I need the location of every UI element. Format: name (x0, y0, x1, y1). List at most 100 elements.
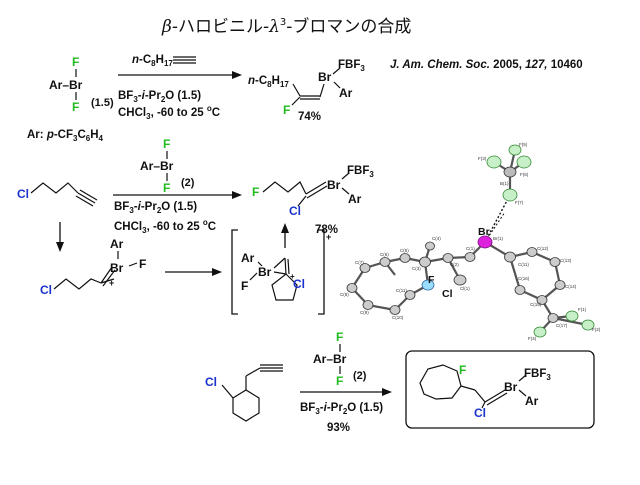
lbl-br1: Br(1) (493, 236, 504, 241)
intermediate2-ar: Ar (241, 251, 255, 265)
atom-f1 (565, 310, 579, 322)
bond (474, 389, 486, 403)
sm-cl: Cl (17, 187, 29, 201)
double-bond (305, 181, 327, 195)
alkyne-alkyl: n-C8H17 (132, 54, 173, 68)
page-title: β-ハロビニル-λ3-ブロマンの合成 (161, 16, 411, 37)
bond (460, 385, 476, 391)
double-bond (306, 185, 328, 199)
condition-bf3: BF3-i-Pr2O (1.5) (114, 201, 197, 215)
lbl-cl1: Cl(1) (460, 286, 470, 291)
lbl-c15: C(15) (530, 302, 542, 307)
product-br: Br (327, 178, 341, 192)
atom-f3 (486, 155, 502, 169)
product3-cl: Cl (474, 406, 486, 420)
atom-f6 (516, 155, 532, 169)
intermediate-charge: + (326, 232, 331, 242)
condition-bf3: BF3-i-Pr2O (1.5) (300, 402, 383, 416)
condition-solvent: CHCl3, -60 to 25 oC (118, 104, 220, 121)
product3-fbf3: FBF3 (524, 368, 551, 382)
product-2: F Cl Br FBF3 Ar (252, 165, 374, 218)
reagent-arbrf2-1: F Ar–Br F (1.5) (49, 55, 114, 114)
atom-f2 (581, 319, 595, 331)
arrow-head (232, 191, 242, 199)
bond (245, 367, 261, 377)
reagent-ar-br: Ar–Br (49, 78, 83, 92)
intermediate-f: F (139, 257, 146, 271)
triple-bond (77, 192, 96, 204)
ring-bond (273, 257, 286, 269)
crystal-structure: F(3) B(1) F(6) F(5) F(7) Br(1) C(1) C(2)… (340, 142, 601, 341)
atom-c10 (389, 305, 401, 315)
starting-material-2: Cl (17, 182, 98, 207)
product-3-box (405, 350, 595, 429)
atom-c16 (514, 285, 526, 295)
reagent-f-bottom: F (72, 100, 79, 114)
atom-c6 (379, 257, 391, 267)
atom-f4 (533, 326, 547, 338)
bond (257, 261, 263, 267)
chain (53, 278, 102, 290)
triple-bond (79, 189, 98, 201)
cycloheptane (419, 364, 462, 400)
product-ar: Ar (348, 192, 362, 206)
lbl-c4: C(4) (432, 236, 441, 241)
intermediate2-cl: Cl (293, 277, 305, 291)
condition-solvent: CHCl3, -60 to 25 oC (114, 218, 216, 235)
bond (341, 172, 350, 180)
lbl-f7: F(7) (515, 200, 524, 205)
lbl-c1: C(1) (466, 246, 475, 251)
alkyne-reagent-1: n-C8H17 (132, 54, 196, 68)
intermediate2-f: F (241, 279, 248, 293)
lbl-c8: C(8) (340, 292, 349, 297)
reagent-f-bottom: F (163, 181, 170, 195)
yield-3: 93% (327, 422, 350, 434)
product-f: F (283, 103, 290, 117)
atom-b1 (503, 166, 517, 178)
intermediate-plus: + (109, 278, 114, 288)
atom-c3 (419, 256, 431, 268)
condition-bf3: BF3-i-Pr2O (1.5) (118, 90, 201, 104)
lbl-c10: C(10) (392, 315, 404, 320)
arrow-head (382, 388, 392, 396)
product-1: n-C8H17 F Br FBF3 Ar (248, 59, 365, 117)
intermediate-bromirenium: Cl + Br Ar F (40, 237, 146, 297)
crystal-hbond (484, 194, 511, 243)
lbl-f6: F(6) (520, 172, 529, 177)
atom-c8 (346, 283, 358, 293)
bracket-right (318, 229, 325, 315)
atom-f-ring (421, 279, 435, 291)
reaction-3: Cl F Ar–Br F (2) BF3-i-Pr2O (1.5) 93% F (205, 330, 595, 434)
lbl-c5: C(5) (400, 248, 409, 253)
atom-c12 (526, 247, 538, 257)
bond (319, 83, 325, 98)
reagent-f-bottom: F (336, 374, 343, 388)
lbl-c3: C(3) (412, 266, 421, 271)
double-bond (484, 389, 506, 403)
reagent-f-top: F (163, 137, 170, 151)
lbl-c6: C(6) (380, 252, 389, 257)
reagent-f-top: F (336, 330, 343, 344)
bond (249, 272, 258, 281)
crystal-f-label: F (428, 274, 435, 286)
reagent-equiv: (1.5) (91, 97, 114, 109)
intermediate2-cl-plus: + (290, 272, 295, 281)
intermediate-chloronium: + Ar Br F Cl + (231, 229, 331, 315)
intermediate-cl: Cl (40, 283, 52, 297)
bond (332, 67, 341, 75)
crystal-atom-labels: F(3) B(1) F(6) F(5) F(7) Br(1) C(1) C(2)… (340, 142, 601, 341)
starting-material-3: Cl (205, 364, 283, 422)
yield-2: 78% (315, 224, 338, 236)
reagent-arbrf2-3: F Ar–Br F (2) (313, 330, 367, 388)
arrow-head (212, 268, 222, 276)
bond (341, 187, 350, 195)
double-bond (486, 392, 508, 406)
ring-bond (273, 271, 287, 275)
product-fbf3: FBF3 (347, 165, 374, 179)
lbl-c11a: C(11) (518, 262, 529, 267)
bond (518, 374, 527, 382)
chain (262, 181, 307, 195)
atom-c13 (549, 257, 561, 267)
yield-1: 74% (298, 111, 321, 123)
